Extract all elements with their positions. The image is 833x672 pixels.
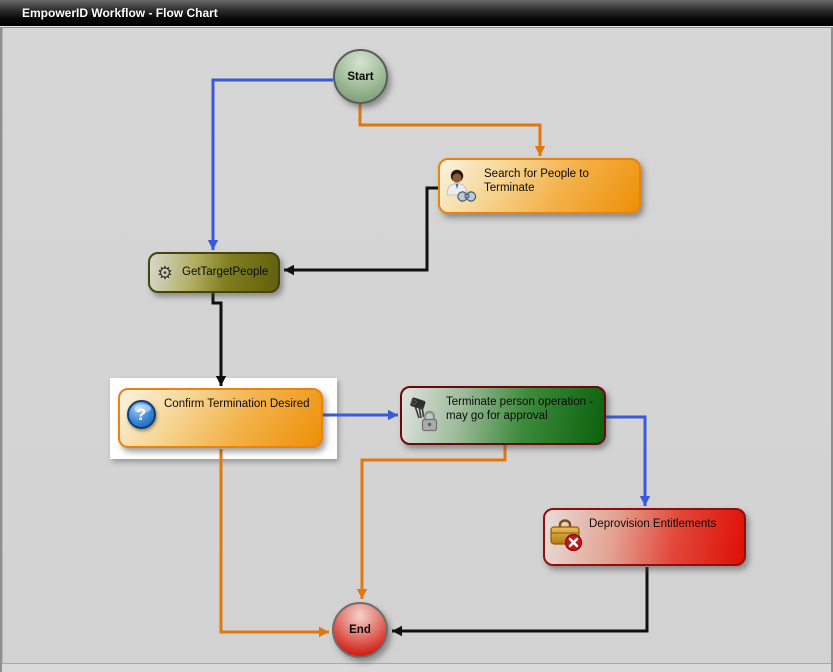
person-search-icon	[440, 160, 482, 212]
arrowhead-search-to-gettargetpeople	[284, 264, 294, 276]
arrowhead-gettargetpeople-to-confirm	[215, 376, 227, 386]
node-search-for-people[interactable]: Search for People to Terminate	[438, 158, 641, 214]
connector-deprovision-to-end	[392, 567, 649, 633]
arrowhead-terminate-to-deprovision	[639, 496, 651, 506]
connector-terminate-to-end	[360, 445, 507, 599]
connector-gettargetpeople-to-confirm	[211, 293, 223, 386]
gear-icon: ⚙	[156, 262, 174, 283]
arrowhead-start-to-search	[534, 146, 546, 156]
window-bottom-frame	[2, 663, 831, 672]
node-label: Confirm Termination Desired	[164, 398, 310, 410]
node-end[interactable]: End	[332, 602, 388, 658]
window-titlebar[interactable]: EmpowerID Workflow - Flow Chart	[0, 0, 833, 27]
arrowhead-start-to-gettargetpeople	[207, 240, 219, 250]
briefcase-remove-icon	[545, 510, 587, 554]
arrowhead-terminate-to-end	[356, 589, 368, 599]
arrowhead-deprovision-to-end	[392, 625, 402, 637]
node-deprovision-entitlements[interactable]: Deprovision Entitlements	[543, 508, 746, 566]
start-label: Start	[347, 70, 374, 83]
connector-search-to-gettargetpeople	[284, 186, 440, 272]
end-label: End	[349, 624, 371, 636]
node-confirm-termination[interactable]: ? Confirm Termination Desired	[118, 388, 323, 448]
node-start[interactable]: Start	[333, 49, 388, 104]
connector-terminate-to-deprovision	[606, 415, 647, 506]
arrowhead-confirm-to-end	[319, 626, 329, 638]
keys-lock-icon	[402, 388, 444, 434]
node-label: Deprovision Entitlements	[589, 518, 717, 530]
connector-start-to-gettargetpeople	[211, 78, 333, 250]
arrowhead-confirm-to-terminate	[388, 409, 398, 421]
question-icon: ?	[120, 390, 162, 429]
flowchart-canvas[interactable]	[2, 28, 831, 663]
node-label: GetTargetPeople	[182, 266, 269, 279]
connector-start-to-search	[358, 104, 542, 156]
node-terminate-person[interactable]: Terminate person operation - may go for …	[400, 386, 606, 445]
node-label: Terminate person operation - may go for …	[446, 396, 594, 423]
window-title: EmpowerID Workflow - Flow Chart	[22, 6, 218, 20]
connector-confirm-to-end	[219, 449, 329, 634]
node-label: Search for People to Terminate	[484, 168, 589, 195]
node-gettargetpeople[interactable]: ⚙ GetTargetPeople	[148, 252, 280, 293]
